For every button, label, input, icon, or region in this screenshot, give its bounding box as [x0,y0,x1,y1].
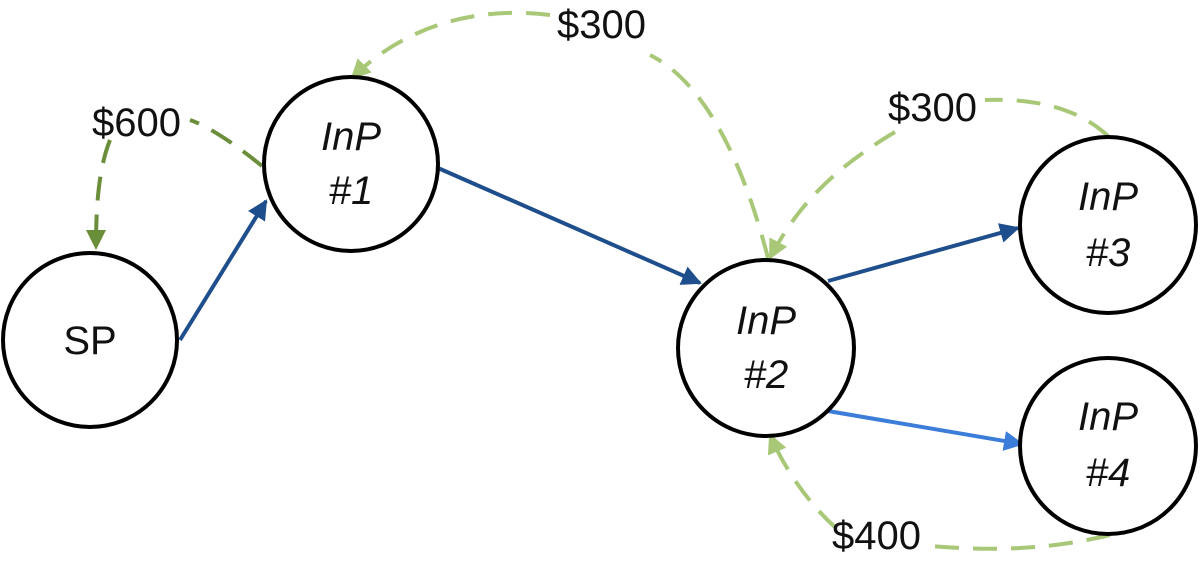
price-label-inp3-to-inp2: $300 [888,86,977,130]
node-inp1-label-line1: InP [321,115,381,159]
node-inp2: InP #2 [676,258,856,438]
price-label-inp2-to-inp1: $300 [557,3,646,47]
node-inp3-label-line1: InP [1078,175,1138,219]
node-inp1-label-line2: #1 [329,169,374,213]
node-inp3: InP #3 [1018,135,1198,315]
link-sp-inp1 [178,199,268,342]
node-inp1-circle [262,75,440,253]
node-inp4-label-line2: #4 [1086,451,1131,495]
payment-inp4-to-inp2 [770,435,1111,551]
node-sp: SP [1,251,179,429]
price-label-inp4-to-inp2: $400 [832,514,921,558]
payment-inp3-to-inp2 [770,97,1110,258]
node-sp-label: SP [63,319,116,363]
link-inp1-inp2 [437,166,702,285]
node-inp4: InP #4 [1018,356,1198,536]
node-inp4-label-line1: InP [1078,395,1138,439]
price-label-inp1-to-sp: $600 [92,101,181,145]
node-inp4-circle [1018,356,1198,536]
node-sp-circle [1,251,179,429]
node-inp1: InP #1 [262,75,440,253]
link-inp2-inp3 [827,223,1020,283]
payment-inp1-to-sp [96,118,264,248]
link-inp2-inp4 [827,409,1024,451]
node-inp2-circle [676,258,856,438]
node-inp3-label-line2: #3 [1086,231,1131,275]
node-inp2-label-line2: #2 [744,353,789,397]
node-inp2-label-line1: InP [736,299,796,343]
payment-inp2-to-inp1 [352,10,770,259]
node-inp3-circle [1018,135,1198,315]
